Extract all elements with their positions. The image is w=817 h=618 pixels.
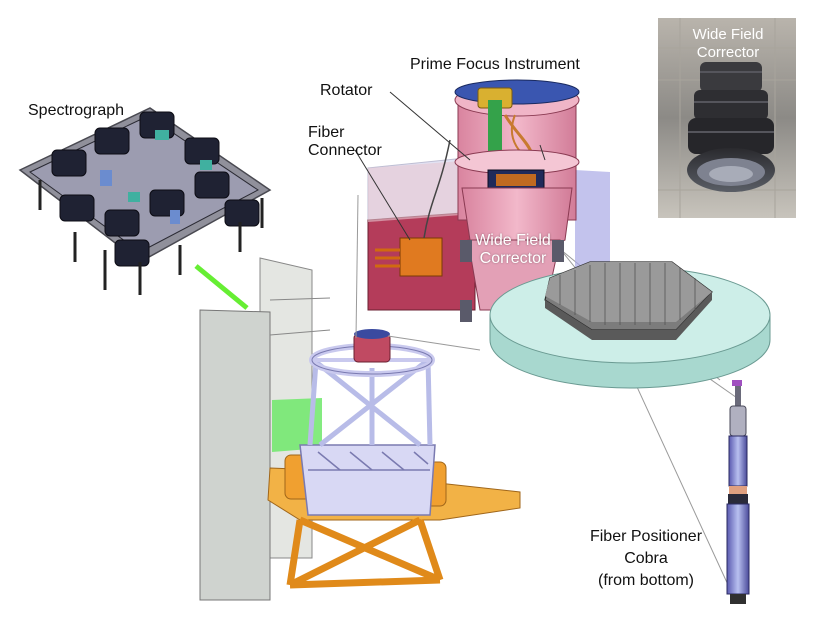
label-spectrograph: Spectrograph: [28, 102, 125, 119]
label-prime-focus-instrument: Prime Focus Instrument: [410, 56, 580, 73]
wide-field-corrector-photo: [658, 18, 796, 218]
label-fiber-connector-line2: Connector: [308, 142, 382, 159]
cobra-positioner: [726, 380, 750, 604]
fiber-cable: [194, 264, 249, 310]
focal-plane-disk: [489, 261, 771, 389]
label-from-bottom: (from bottom): [597, 572, 694, 589]
label-fiber-connector-line1: Fiber: [308, 124, 345, 141]
label-photo-wide-field-line1: Wide Field: [692, 26, 764, 43]
label-photo-wide-field-line2: Corrector: [696, 44, 760, 61]
telescope: [267, 329, 521, 589]
label-rotator: Rotator: [320, 82, 373, 99]
label-wide-field-corrector-line2: Corrector: [479, 250, 547, 267]
spectrograph-assembly: [18, 107, 272, 295]
label-wide-field-corrector-line1: Wide Field: [475, 232, 551, 249]
label-fiber-positioner: Fiber Positioner: [589, 528, 703, 545]
prime-focus-instrument: [354, 79, 610, 322]
label-cobra: Cobra: [624, 550, 668, 567]
